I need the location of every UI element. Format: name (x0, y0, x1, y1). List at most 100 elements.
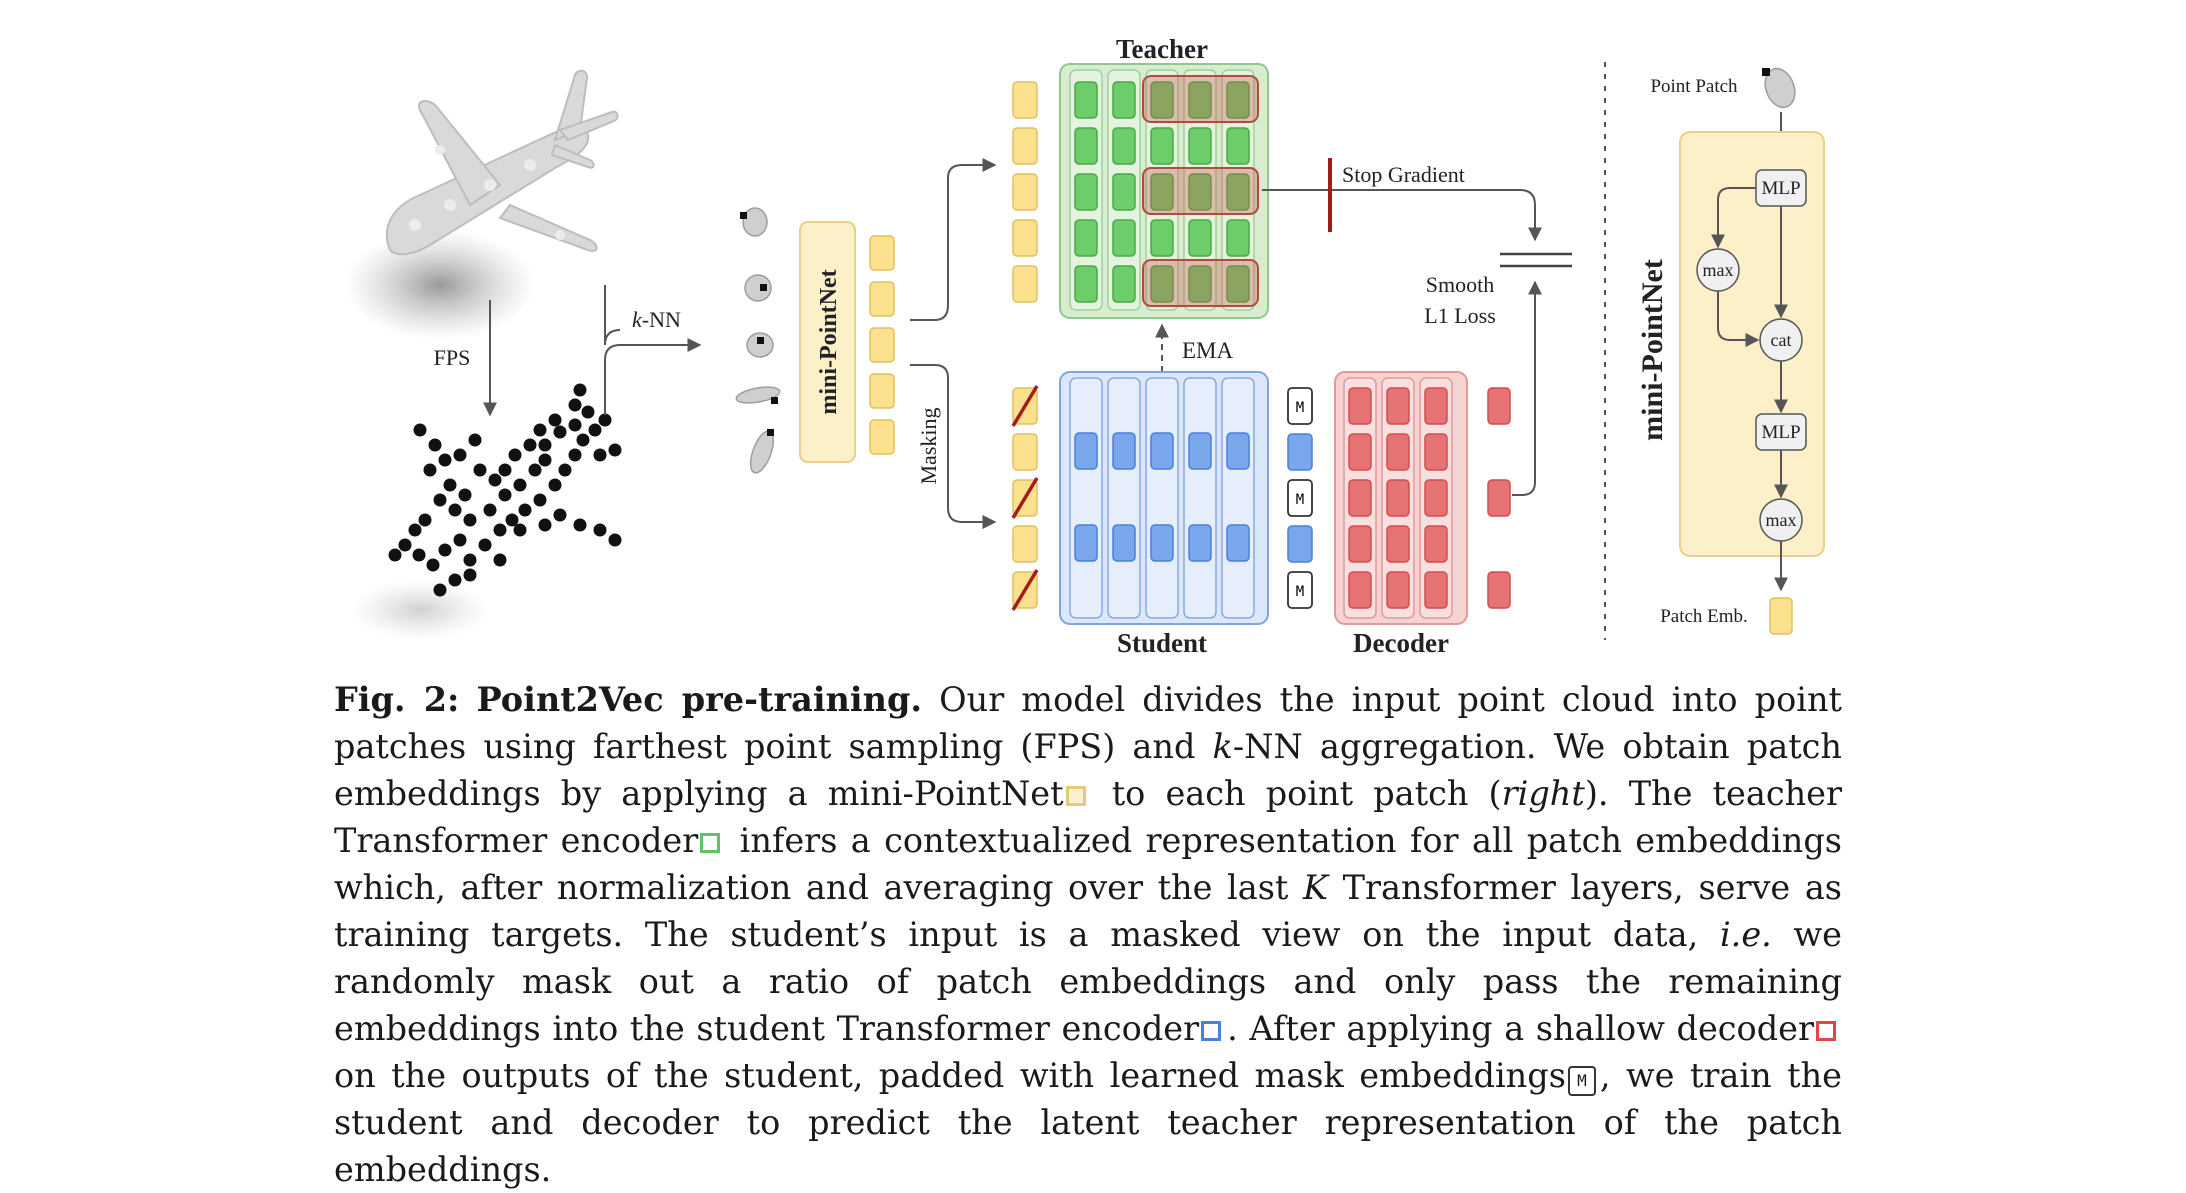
decoder-token (1386, 525, 1410, 563)
teacher-label: Teacher (1116, 34, 1208, 64)
student-token (1074, 432, 1098, 470)
student-token (1112, 524, 1136, 562)
teacher-input-token (1012, 265, 1038, 303)
teacher-input-token (1012, 127, 1038, 165)
decoder-token (1348, 479, 1372, 517)
student-layer (1183, 377, 1217, 619)
decoder-output-token (1487, 571, 1511, 609)
sample-point (388, 548, 402, 562)
student-input-token (1012, 525, 1038, 563)
sample-point (453, 448, 467, 462)
decoder-output-token (1487, 479, 1511, 517)
decoder-layers (1343, 377, 1453, 619)
sample-point (608, 443, 622, 457)
sample-point (443, 478, 457, 492)
teacher-token (1188, 265, 1212, 303)
student-token (1188, 524, 1212, 562)
sample-point (538, 453, 552, 467)
caption-text: infers a contextualized representation f… (334, 821, 1842, 907)
sample-point (473, 463, 487, 477)
sample-point (413, 423, 427, 437)
mask-token-label: M (1296, 492, 1304, 508)
sample-point (448, 503, 462, 517)
sample-point (588, 423, 602, 437)
decoder-swatch (1816, 1021, 1837, 1041)
teacher-input-arrow (910, 158, 997, 321)
teacher-token (1074, 81, 1098, 119)
decoder-token (1386, 479, 1410, 517)
student-layer (1145, 377, 1179, 619)
airplane-point-cloud (345, 69, 619, 340)
teacher-token (1226, 173, 1250, 211)
mask-token-label: M (1296, 584, 1304, 600)
sample-point (498, 488, 512, 502)
caption-fig-title: Point2Vec pre-training. (476, 680, 923, 719)
sample-point (538, 518, 552, 532)
student-token (1226, 432, 1250, 470)
sample-point (478, 538, 492, 552)
minipointnet-swatch (1065, 786, 1086, 806)
caption-text: Transformer layers, serve as training ta… (334, 868, 1842, 954)
teacher-token (1226, 265, 1250, 303)
decoder-token (1424, 387, 1448, 425)
decoder-token (1348, 433, 1372, 471)
sample-point (568, 418, 582, 432)
decoder-token (1348, 525, 1372, 563)
sample-point (513, 523, 527, 537)
loss-label-line1: Smooth (1426, 272, 1494, 297)
sample-point (533, 423, 547, 437)
decoder-token (1424, 525, 1448, 563)
teacher-token (1188, 219, 1212, 257)
sample-point (433, 583, 447, 597)
sample-point (463, 513, 477, 527)
student-token (1074, 524, 1098, 562)
knn-arrow (604, 338, 702, 415)
student-input-token (1012, 433, 1038, 471)
point-patch-label: Point Patch (1650, 76, 1738, 97)
mask-token (1287, 571, 1313, 609)
mask-token-column: MMM (1287, 387, 1313, 609)
sample-point (593, 523, 607, 537)
patch-embeddings (869, 235, 895, 455)
student-input-arrow (910, 364, 997, 529)
sample-point (598, 413, 612, 427)
loss-label-line2: L1 Loss (1424, 303, 1496, 328)
decoder-token (1424, 479, 1448, 517)
patch-emb-token (1769, 597, 1793, 635)
sample-point (438, 543, 452, 557)
caption-text: on the outputs of the student, padded wi… (334, 1056, 1566, 1095)
sampled-point-cloud (350, 383, 622, 640)
student-layer (1107, 377, 1141, 619)
sample-point (548, 413, 562, 427)
caption-text: we randomly mask out a ratio of patch em… (334, 915, 1843, 1048)
sample-point (433, 493, 447, 507)
sample-point (518, 503, 532, 517)
minipointnet-label: mini-PointNet (816, 269, 842, 414)
caption-text: -NN aggregation. We obtain patch embeddi… (334, 727, 1843, 813)
sample-point (581, 405, 595, 419)
patch-embedding (869, 327, 895, 363)
sample-point (448, 573, 462, 587)
teacher-token (1112, 81, 1136, 119)
decoder-token (1424, 571, 1448, 609)
knn-label: k-NN (632, 307, 681, 332)
decoder-token (1348, 387, 1372, 425)
student-layers (1069, 377, 1255, 619)
sample-point (513, 478, 527, 492)
student-token (1150, 524, 1174, 562)
teacher-token (1188, 127, 1212, 165)
caption-text: to each point patch ( (1111, 774, 1502, 813)
caption-text: Our model divides the input point cloud … (334, 680, 1843, 766)
decoder-token (1348, 571, 1372, 609)
decoder-outputs (1487, 387, 1511, 609)
sample-point (408, 523, 422, 537)
teacher-token (1074, 219, 1098, 257)
teacher-input-token (1012, 219, 1038, 257)
sample-point (483, 503, 497, 517)
cat-label: cat (1771, 330, 1792, 350)
caption-text: . After applying a shallow decoder (1227, 1009, 1815, 1048)
decoder-output-token (1487, 387, 1511, 425)
student-output-token (1287, 525, 1313, 563)
student-layer (1069, 377, 1103, 619)
stop-gradient-label: Stop Gradient (1342, 162, 1465, 187)
